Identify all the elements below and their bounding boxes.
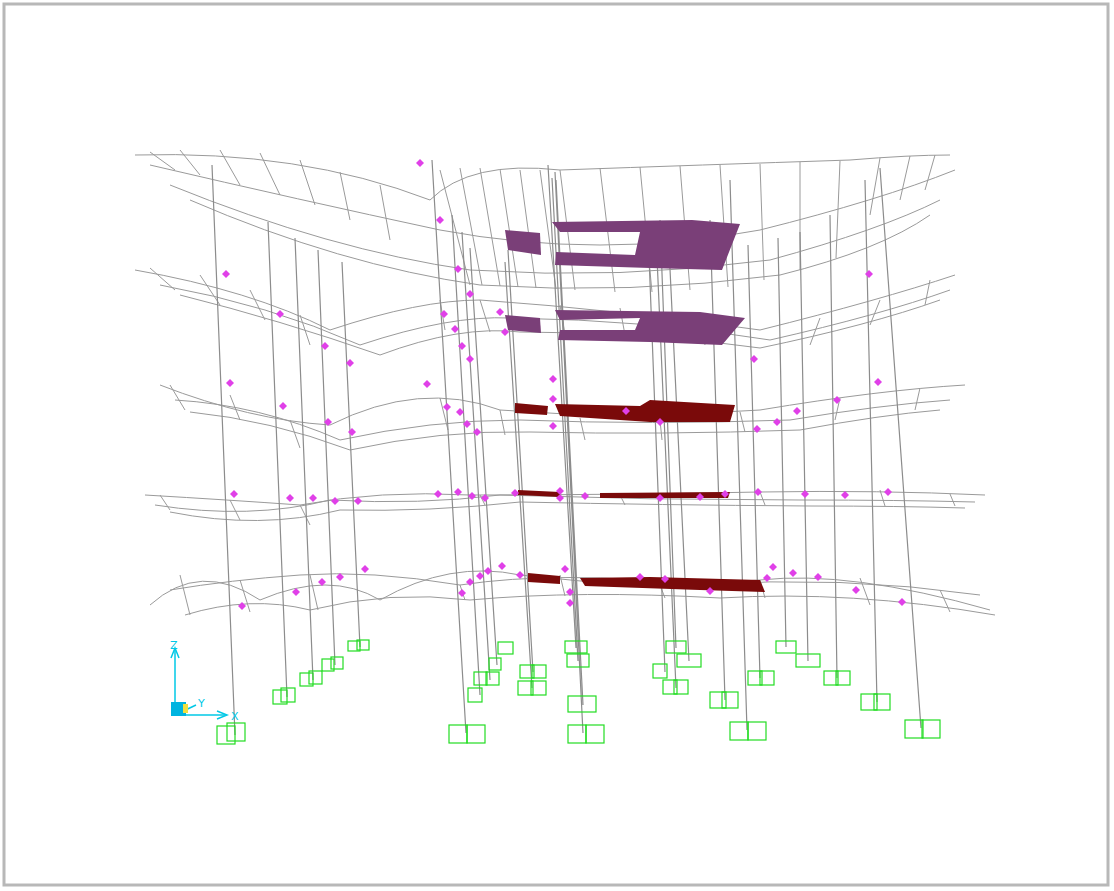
- axis-triad: [171, 648, 227, 719]
- slab-patches: [505, 220, 765, 592]
- columns: [212, 160, 921, 735]
- axis-label: X: [231, 711, 239, 723]
- axis-label: Y: [198, 698, 205, 710]
- supports: [217, 640, 940, 744]
- plastic-hinges: [222, 159, 906, 610]
- axis-label: Z: [170, 640, 178, 652]
- frame: [4, 4, 1108, 885]
